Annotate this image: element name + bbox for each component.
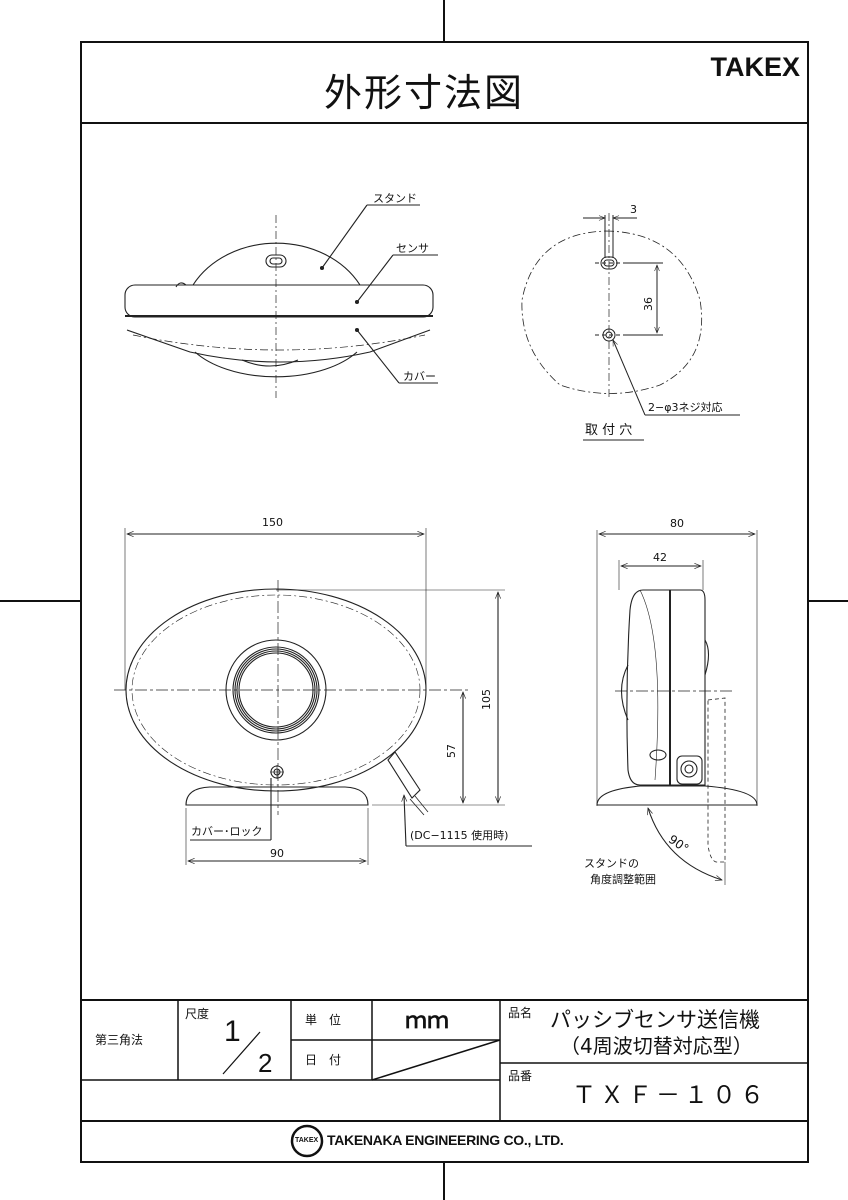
date-label: 日 付	[305, 1053, 342, 1067]
scale-numerator: 1	[224, 1015, 241, 1048]
dim-hole-pitch: 36	[642, 297, 655, 311]
title-block-grid	[81, 999, 808, 1158]
top-view	[124, 204, 438, 398]
product-name-label: 品名	[508, 1006, 533, 1020]
product-name-line1: パッシブセンサ送信機	[550, 1008, 760, 1032]
label-cover-lock: カバー･ロック	[191, 825, 263, 838]
label-sensor: センサ	[396, 242, 429, 255]
label-cover: カバー	[403, 370, 436, 383]
product-name-line2: （4周波切替対応型）	[560, 1034, 753, 1058]
projection-method: 第三角法	[95, 1033, 144, 1047]
brand-logo: TAKEX	[710, 52, 800, 82]
drawing-title: 外形寸法図	[323, 71, 524, 115]
dim-slot-width: 3	[630, 203, 637, 216]
side-view	[596, 530, 758, 885]
front-view	[114, 528, 532, 865]
part-number: ＴＸＦ－１０６	[572, 1081, 768, 1109]
angle-note-1: スタンドの	[584, 857, 639, 870]
angle-note-2: 角度調整範囲	[590, 873, 656, 886]
dim-height-105: 105	[480, 689, 493, 710]
dim-depth-80: 80	[670, 517, 684, 530]
dim-width-150: 150	[262, 516, 283, 529]
connector-note: (DC−1115 使用時)	[410, 829, 509, 842]
scale-denominator: 2	[258, 1048, 273, 1078]
label-stand: スタンド	[373, 192, 417, 205]
mounting-caption: 取 付 穴	[585, 423, 633, 438]
part-no-label: 品番	[508, 1069, 533, 1083]
company-logo-mark: TAKEX	[295, 1137, 319, 1144]
screw-note: 2−φ3ネジ対応	[648, 401, 723, 414]
company-name: TAKENAKA ENGINEERING CO., LTD.	[327, 1132, 564, 1148]
scale-label: 尺度	[185, 1007, 210, 1021]
dim-center-57: 57	[445, 744, 458, 758]
mounting-view	[521, 213, 740, 441]
dim-stand-90: 90	[270, 847, 284, 860]
unit-value: ｍｍ	[405, 1009, 450, 1034]
dim-body-42: 42	[653, 551, 667, 564]
unit-label: 単 位	[305, 1013, 342, 1027]
